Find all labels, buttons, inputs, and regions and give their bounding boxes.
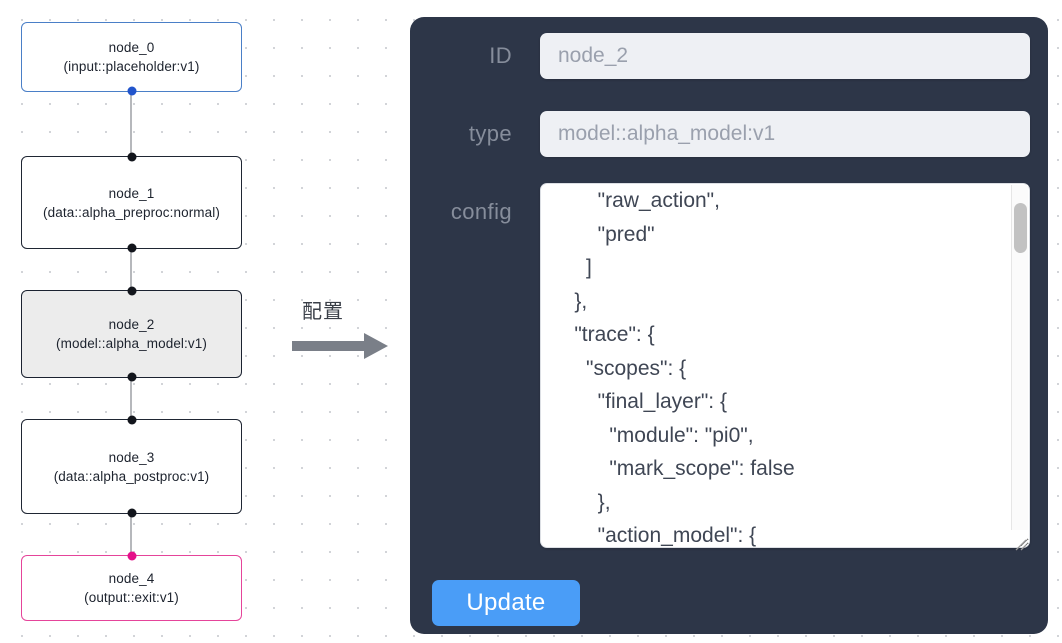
edge-node1-node2[interactable]	[130, 249, 132, 290]
right-arrow-icon	[292, 333, 388, 359]
id-field-label: ID	[489, 43, 512, 68]
field-row-id: ID	[428, 33, 1030, 79]
flow-node-node_3[interactable]: node_3 (data::alpha_postproc:v1)	[21, 415, 242, 518]
node-label-line2: (output::exit:v1)	[84, 590, 179, 605]
configure-arrow-group: 配置	[292, 295, 400, 365]
node-label-line2: (model::alpha_model:v1)	[56, 336, 207, 351]
node-label-line1: node_3	[108, 449, 155, 465]
node-handle-top[interactable]	[127, 415, 136, 425]
node-handle-bottom[interactable]	[127, 86, 136, 96]
node-handle-top[interactable]	[127, 551, 136, 561]
node-label-line2: (data::alpha_preproc:normal)	[43, 204, 220, 220]
node-handle-top[interactable]	[127, 286, 136, 296]
edge-node3-node4[interactable]	[130, 514, 132, 555]
arrow-label: 配置	[302, 299, 344, 323]
node-handle-bottom[interactable]	[127, 508, 136, 518]
node-handle-top[interactable]	[127, 152, 136, 162]
field-row-config: config "raw_action", "pred" ] }, "trace"…	[428, 183, 1030, 553]
field-row-type: type	[428, 111, 1030, 157]
flow-node-node_1[interactable]: node_1 (data::alpha_preproc:normal)	[21, 152, 242, 253]
config-textarea-wrapper: "raw_action", "pred" ] }, "trace": { "sc…	[540, 183, 1030, 553]
config-field-label: config	[450, 199, 512, 224]
node-label-line1: node_0	[108, 40, 155, 55]
edge-node2-node3[interactable]	[130, 378, 132, 419]
node-label-line1: node_1	[108, 185, 155, 201]
node-label-line2: (input::placeholder:v1)	[63, 59, 200, 74]
edge-node0-node1[interactable]	[130, 92, 132, 156]
node-label-line1: node_2	[108, 317, 155, 332]
config-textarea[interactable]: "raw_action", "pred" ] }, "trace": { "sc…	[540, 183, 1030, 548]
flow-node-node_0[interactable]: node_0 (input::placeholder:v1)	[21, 22, 242, 96]
node-label-line1: node_4	[108, 571, 155, 586]
update-button[interactable]: Update	[432, 580, 580, 626]
flow-node-node_4[interactable]: node_4 (output::exit:v1)	[21, 551, 242, 621]
node-config-panel: ID type config "raw_action", "pred" ] },…	[410, 17, 1048, 634]
flow-node-node_2[interactable]: node_2 (model::alpha_model:v1)	[21, 286, 242, 382]
node-handle-bottom[interactable]	[127, 243, 136, 253]
id-input[interactable]	[540, 33, 1030, 79]
node-label-line2: (data::alpha_postproc:v1)	[53, 468, 210, 484]
type-input[interactable]	[540, 111, 1030, 157]
node-handle-bottom[interactable]	[127, 372, 136, 382]
type-field-label: type	[468, 121, 512, 146]
